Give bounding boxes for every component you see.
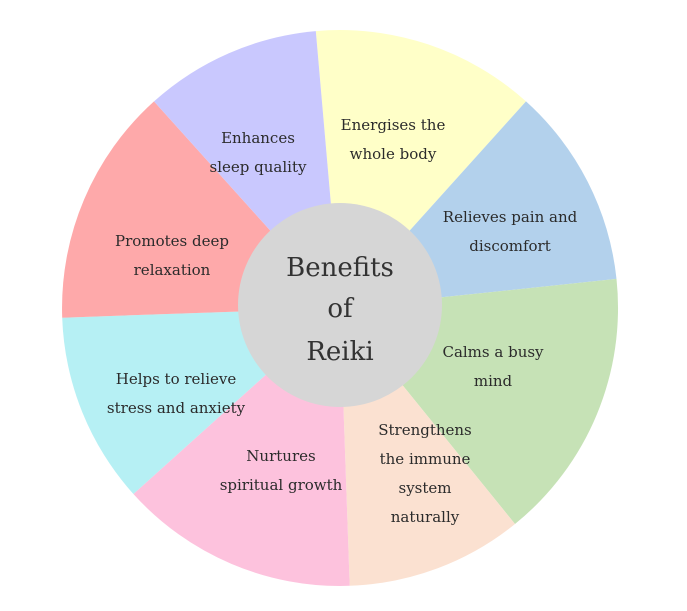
segment-nurtures-spiritual-label-line-1: Nurtures [246,447,315,465]
segment-strengthens-immune-label-line-2: the immune [380,450,471,468]
segment-enhances-sleep-label-line-2: sleep quality [210,158,307,176]
segment-energises-label-line-1: Energises the [341,116,446,134]
segment-energises-label-line-2: whole body [350,145,437,163]
center-title-line-1: Benefits [286,253,394,283]
segment-strengthens-immune-label-line-4: naturally [391,508,460,526]
segment-calms-mind-label-line-2: mind [474,372,513,390]
segment-promotes-relaxation-label-line-1: Promotes deep [115,232,229,250]
center-circle [238,203,442,407]
center-title-line-3: Reiki [306,337,373,367]
segment-relieves-stress-label-line-1: Helps to relieve [116,370,237,388]
segment-nurtures-spiritual-label-line-2: spiritual growth [220,476,343,494]
segment-relieves-pain-label-line-1: Relieves pain and [443,208,578,226]
center-title-line-2: of [327,294,355,324]
segment-relieves-stress-label-line-2: stress and anxiety [107,399,246,417]
segment-calms-mind-label-line-1: Calms a busy [442,343,544,361]
segment-relieves-pain-label-line-2: discomfort [469,237,551,255]
center-hub: Benefits of Reiki [238,203,442,407]
segment-promotes-relaxation-label-line-2: relaxation [134,261,211,279]
segment-strengthens-immune-label-line-1: Strengthens [378,421,472,439]
segment-strengthens-immune-label-line-3: system [399,479,452,497]
segment-enhances-sleep-label-line-1: Enhances [221,129,295,147]
